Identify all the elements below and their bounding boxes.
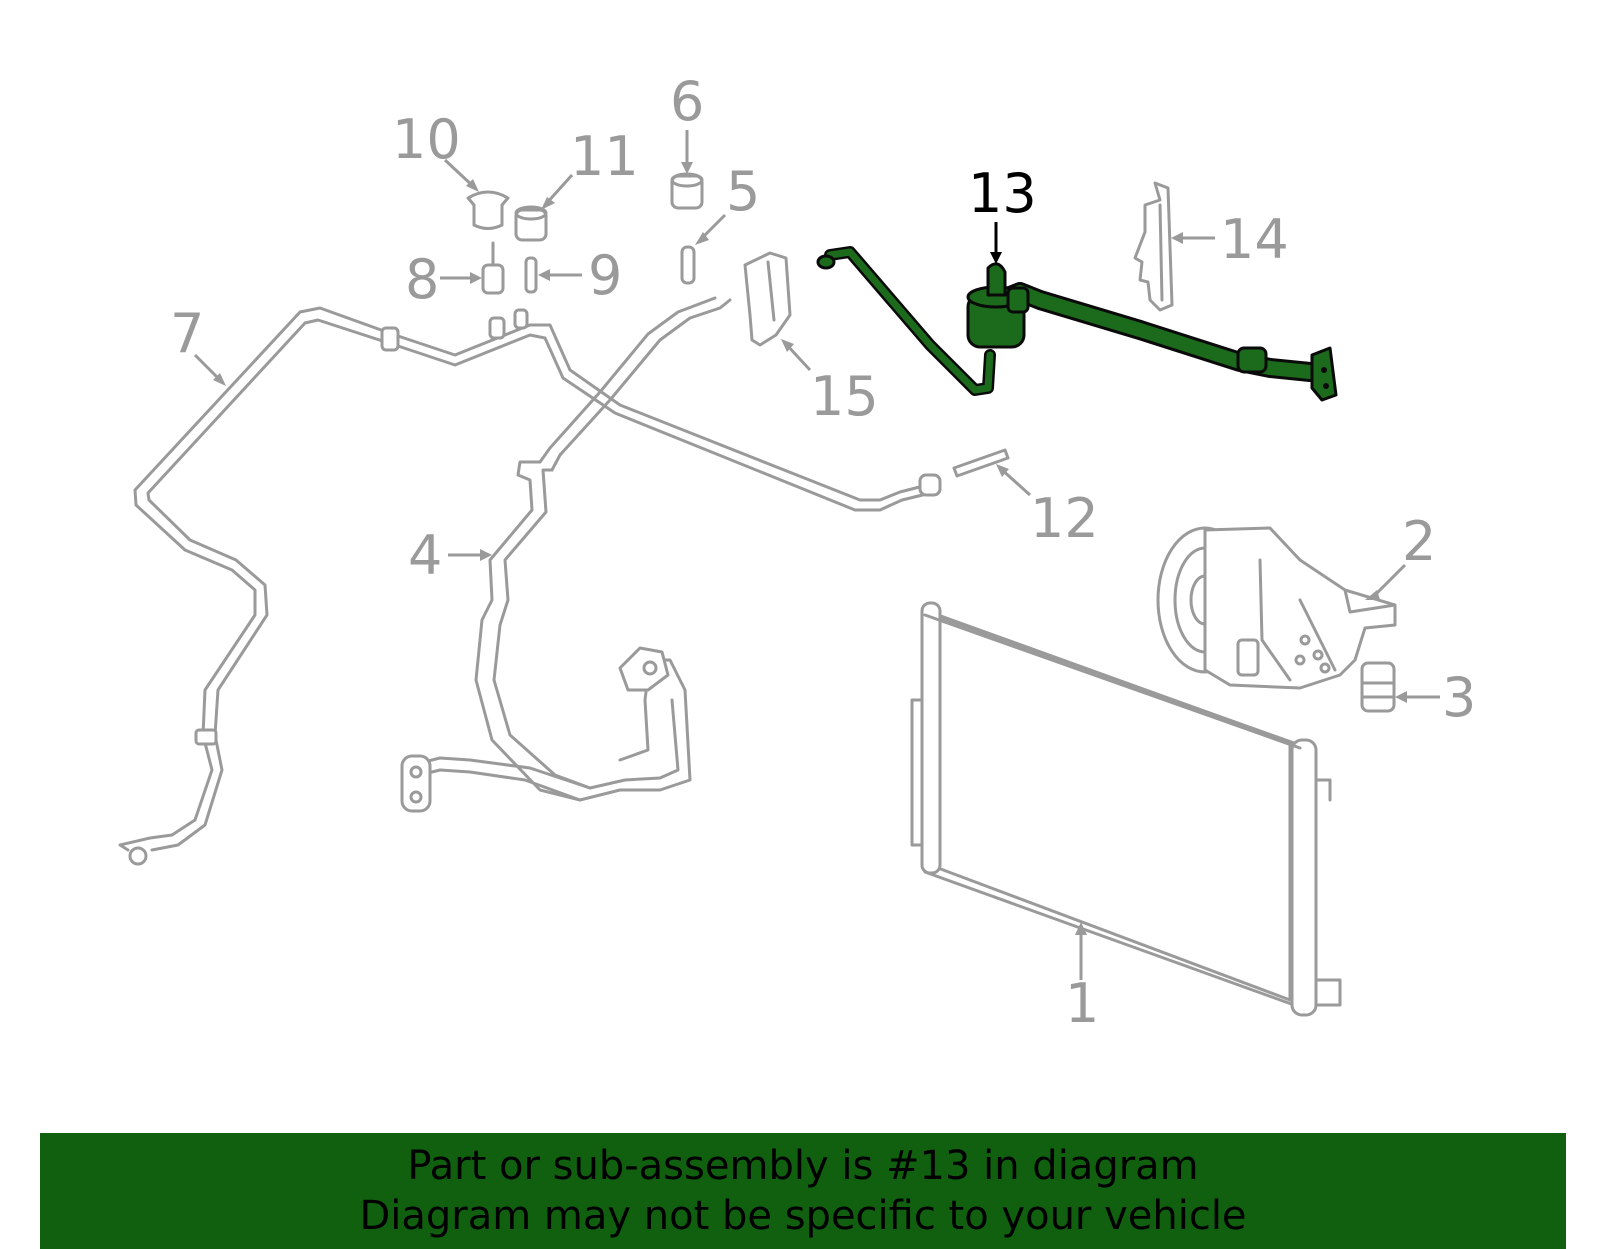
- callout-11[interactable]: 11: [570, 125, 639, 188]
- part-11-cap[interactable]: [514, 205, 548, 242]
- callouts: 1 2 3 4 5 6 7 8 9 10: [170, 70, 1476, 1035]
- callout-1[interactable]: 1: [1065, 972, 1099, 1035]
- part-14-bracket[interactable]: [1133, 181, 1174, 312]
- callout-6[interactable]: 6: [670, 70, 704, 133]
- part-10-cap[interactable]: [466, 190, 510, 230]
- part-4-hose[interactable]: [400, 296, 732, 813]
- info-banner: Part or sub-assembly is #13 in diagram D…: [40, 1133, 1566, 1249]
- callout-3[interactable]: 3: [1442, 666, 1476, 729]
- part-9-valve-core[interactable]: [524, 256, 538, 294]
- part-1-condenser[interactable]: [910, 601, 1342, 1017]
- banner-line-disclaimer: Diagram may not be specific to your vehi…: [359, 1193, 1247, 1239]
- part-6-cap[interactable]: [670, 172, 704, 210]
- part-13-line-assembly[interactable]: [816, 246, 1338, 402]
- part-2-compressor[interactable]: [1156, 526, 1397, 690]
- callout-9[interactable]: 9: [588, 244, 622, 307]
- callout-4[interactable]: 4: [408, 524, 442, 587]
- callout-10[interactable]: 10: [392, 108, 461, 171]
- callout-14[interactable]: 14: [1220, 208, 1289, 271]
- callout-15[interactable]: 15: [810, 365, 879, 428]
- callout-12[interactable]: 12: [1030, 487, 1099, 550]
- callout-8[interactable]: 8: [405, 248, 439, 311]
- callout-13[interactable]: 13: [968, 162, 1037, 225]
- callout-2[interactable]: 2: [1402, 510, 1436, 573]
- part-7-line[interactable]: [118, 306, 942, 866]
- banner-line-part-number: Part or sub-assembly is #13 in diagram: [407, 1143, 1199, 1189]
- part-15-bracket[interactable]: [743, 251, 792, 347]
- callout-5[interactable]: 5: [726, 160, 760, 223]
- part-5-fitting[interactable]: [680, 245, 696, 285]
- part-3-fitting[interactable]: [1360, 661, 1396, 713]
- callout-7[interactable]: 7: [170, 302, 204, 365]
- part-12-seal[interactable]: [952, 448, 1010, 478]
- part-8-valve[interactable]: [481, 241, 505, 295]
